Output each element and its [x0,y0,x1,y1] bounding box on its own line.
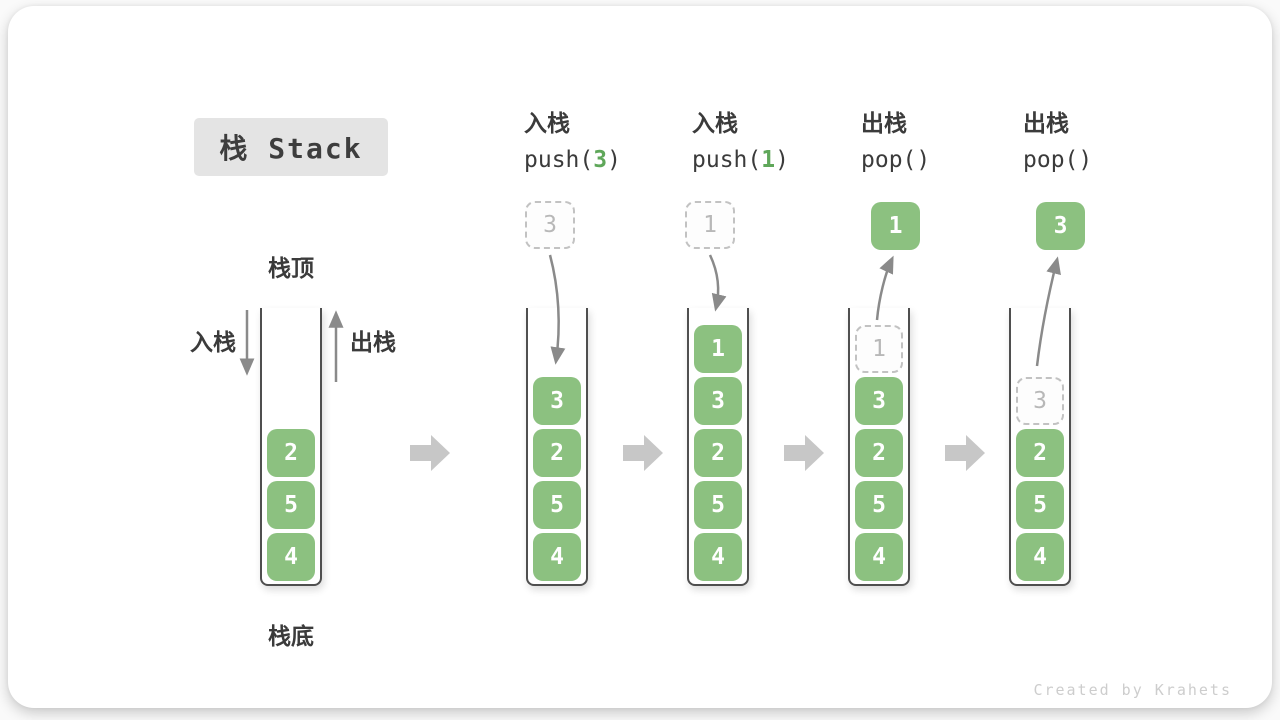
stack-item: 5 [855,481,903,529]
stack-item: 4 [1016,533,1064,581]
stack-item: 2 [1016,429,1064,477]
next-step-arrow-icon [410,435,450,471]
next-step-arrow-icon [784,435,824,471]
stack-item: 2 [855,429,903,477]
stack-top-label: 栈顶 [268,256,314,282]
popped-value-box: 3 [1036,202,1085,250]
op-code: pop() [1023,147,1093,173]
stack-item: 3 [694,377,742,425]
code-arg: 1 [761,147,776,173]
op-code: pop() [861,147,931,173]
page-title: 栈 Stack [219,132,363,165]
stack-item: 1 [694,325,742,373]
op-code: push(3) [524,145,694,175]
code-fn: push( [524,147,594,173]
ghost-slot: 3 [1016,377,1064,425]
stack-item: 5 [533,481,581,529]
code-arg: 3 [593,147,608,173]
popped-value-box: 1 [871,202,920,250]
stack-item: 2 [267,429,315,477]
incoming-value-box: 3 [525,201,575,249]
code-fn: push( [692,147,762,173]
op-label-pop2: 出栈 pop() [1023,109,1193,175]
op-name: 入栈 [692,111,738,137]
op-label-pop1: 出栈 pop() [861,109,1031,175]
code-close: ) [775,147,789,173]
stack-item: 4 [267,533,315,581]
op-code: push(1) [692,145,862,175]
diagram-card: 栈 Stack 入栈 push(3) 入栈 push(1) 出栈 pop() 出… [8,6,1272,708]
stack-item: 4 [533,533,581,581]
stack-bottom-label: 栈底 [268,624,314,650]
op-name: 出栈 [1023,111,1069,137]
stack-item: 3 [855,377,903,425]
watermark: Created by Krahets [1033,681,1232,699]
stack-item: 4 [694,533,742,581]
stack-item: 2 [694,429,742,477]
stack-item: 4 [855,533,903,581]
next-step-arrow-icon [623,435,663,471]
stack-item: 5 [1016,481,1064,529]
code-close: ) [607,147,621,173]
push1-arrow-icon [708,254,727,312]
op-label-push3: 入栈 push(3) [524,109,694,175]
op-name: 入栈 [524,111,570,137]
op-label-push1: 入栈 push(1) [692,109,862,175]
stack-item: 5 [267,481,315,529]
pop-side-label: 出栈 [350,330,396,356]
stack-item: 3 [533,377,581,425]
next-step-arrow-icon [945,435,985,471]
op-name: 出栈 [861,111,907,137]
ghost-slot: 1 [855,325,903,373]
stack-item: 2 [533,429,581,477]
incoming-value-box: 1 [685,201,735,249]
title-box: 栈 Stack [194,118,388,176]
stack-item: 5 [694,481,742,529]
push-side-label: 入栈 [190,330,236,356]
